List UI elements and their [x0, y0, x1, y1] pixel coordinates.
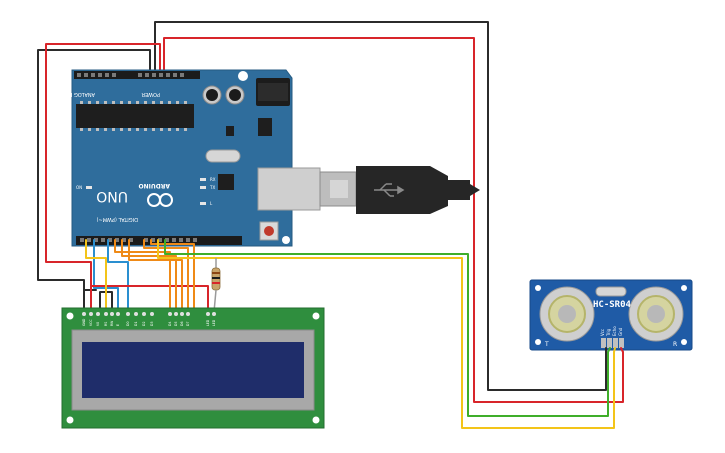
atmega-chip — [76, 104, 194, 128]
wire-yellow-echo — [157, 239, 615, 429]
lcd-pin-d6: D6 — [180, 322, 184, 326]
lcd-pin-gnd: GND — [82, 318, 86, 326]
arduino-model: UNO — [96, 188, 128, 204]
usb-plug-inner — [330, 180, 348, 198]
digital-header-pins — [80, 238, 197, 242]
lcd-pin-d7: D7 — [186, 322, 190, 326]
lcd-pin-v0: V0 — [96, 322, 100, 326]
usb-cable — [257, 166, 480, 214]
mounting-hole — [681, 285, 687, 291]
lcd-pin-d3: D3 — [150, 322, 154, 326]
usb-strain-relief — [448, 180, 470, 200]
label-digital: DIGITAL (PWM~) — [96, 216, 138, 222]
lcd-pin-header — [82, 312, 216, 316]
sensor-name: HC-SR04 — [593, 300, 632, 310]
wire-red-lcd-vcc — [45, 43, 161, 313]
label-tx: TX — [209, 185, 215, 190]
sensor-label-r: R — [673, 341, 677, 348]
small-ic — [226, 126, 234, 136]
lcd-pin-d4: D4 — [168, 322, 172, 326]
usb-icon — [374, 183, 405, 197]
wire-green-trig — [164, 239, 609, 417]
crystal — [205, 149, 241, 163]
sensor-pin-header — [601, 338, 624, 348]
resistor-band — [212, 282, 220, 284]
lcd-pin-d0: D0 — [126, 322, 130, 326]
capacitor-top — [229, 89, 241, 101]
wire-orange-5 — [150, 239, 195, 313]
sensor-wire-ends — [605, 347, 624, 353]
wire-red-led — [90, 285, 209, 313]
sensor-pin-gnd: Gnd — [618, 327, 623, 336]
wire-black-lcd-gnd — [37, 49, 151, 313]
sensor-crystal — [595, 286, 627, 297]
arduino-brand: ARDUINO — [139, 182, 170, 189]
power-jack-body — [258, 83, 288, 101]
lcd-16x2[interactable]: GND VCC V0 RS RW E D0 D1 D2 D3 D4 D5 D6 … — [61, 307, 325, 429]
led-on — [86, 186, 92, 189]
lcd-pin-d1: D1 — [134, 322, 138, 326]
wires-back — [37, 21, 624, 403]
mounting-hole — [66, 416, 74, 424]
sensor-label-t: T — [544, 341, 549, 348]
wire-end-yellow — [613, 347, 616, 353]
sensor-pin-trig: Trig — [606, 328, 611, 337]
lcd-pin-led-a: LED — [206, 319, 210, 326]
led-l — [200, 202, 206, 205]
lcd-pin-rs: RS — [104, 322, 108, 326]
usb-cable-end — [470, 184, 480, 196]
mounting-hole — [535, 339, 541, 345]
led-rx — [200, 178, 206, 181]
wire-red-sensor-vcc — [163, 37, 624, 403]
resistor — [211, 258, 221, 313]
resistor-band — [212, 277, 220, 279]
usb-chip — [218, 174, 234, 190]
capacitor-top — [206, 89, 218, 101]
lcd-pin-e: E — [116, 324, 120, 326]
lcd-pin-d2: D2 — [142, 322, 146, 326]
usb-port — [257, 167, 321, 211]
wire-orange-1 — [114, 239, 171, 313]
wires-front — [83, 239, 615, 429]
sensor-pin-vcc: Vcc — [600, 329, 605, 336]
wire-end-green — [607, 347, 611, 353]
wire-yellow-lcd — [85, 239, 107, 313]
arduino-logo: ARDUINO UNO — [96, 182, 173, 207]
top-header — [74, 71, 200, 79]
resistor-band — [212, 272, 220, 274]
lcd-pin-led-k: LED — [212, 319, 216, 326]
voltage-regulator — [258, 118, 272, 136]
lcd-pin-d5: D5 — [174, 322, 178, 326]
mounting-hole — [238, 71, 248, 81]
lcd-pin-vcc: VCC — [89, 319, 93, 326]
wire-orange-3 — [128, 239, 183, 313]
label-analog-in: ANALOG IN — [67, 91, 95, 97]
label-on: ON — [76, 185, 82, 190]
label-power: POWER — [141, 91, 160, 97]
transducer-center — [647, 305, 665, 323]
arduino-uno-board[interactable]: ANALOG IN POWER RX TX — [67, 69, 293, 247]
hc-sr04-sensor[interactable]: HC-SR04 T R Vcc Trig Echo Gnd — [529, 279, 693, 351]
transducer-center — [558, 305, 576, 323]
lcd-pin-labels: GND VCC V0 RS RW E D0 D1 D2 D3 D4 D5 D6 … — [82, 318, 216, 326]
mounting-hole — [535, 285, 541, 291]
mounting-hole — [681, 339, 687, 345]
chip-pins — [80, 101, 187, 131]
wire-orange-2 — [121, 239, 177, 313]
mounting-hole — [312, 416, 320, 424]
mounting-hole — [282, 236, 290, 244]
mounting-hole — [312, 312, 320, 320]
sensor-pin-echo: Echo — [612, 326, 617, 336]
top-header-pins — [77, 73, 184, 77]
mounting-hole — [66, 312, 74, 320]
lcd-pin-rw: RW — [110, 320, 114, 326]
label-rx: RX — [210, 177, 216, 182]
lcd-screen — [82, 342, 304, 398]
led-tx — [200, 186, 206, 189]
wire-black-sensor-gnd — [154, 21, 607, 391]
wire-end-red — [620, 347, 624, 353]
reset-button-cap[interactable] — [264, 226, 274, 236]
label-l: L — [210, 201, 213, 206]
